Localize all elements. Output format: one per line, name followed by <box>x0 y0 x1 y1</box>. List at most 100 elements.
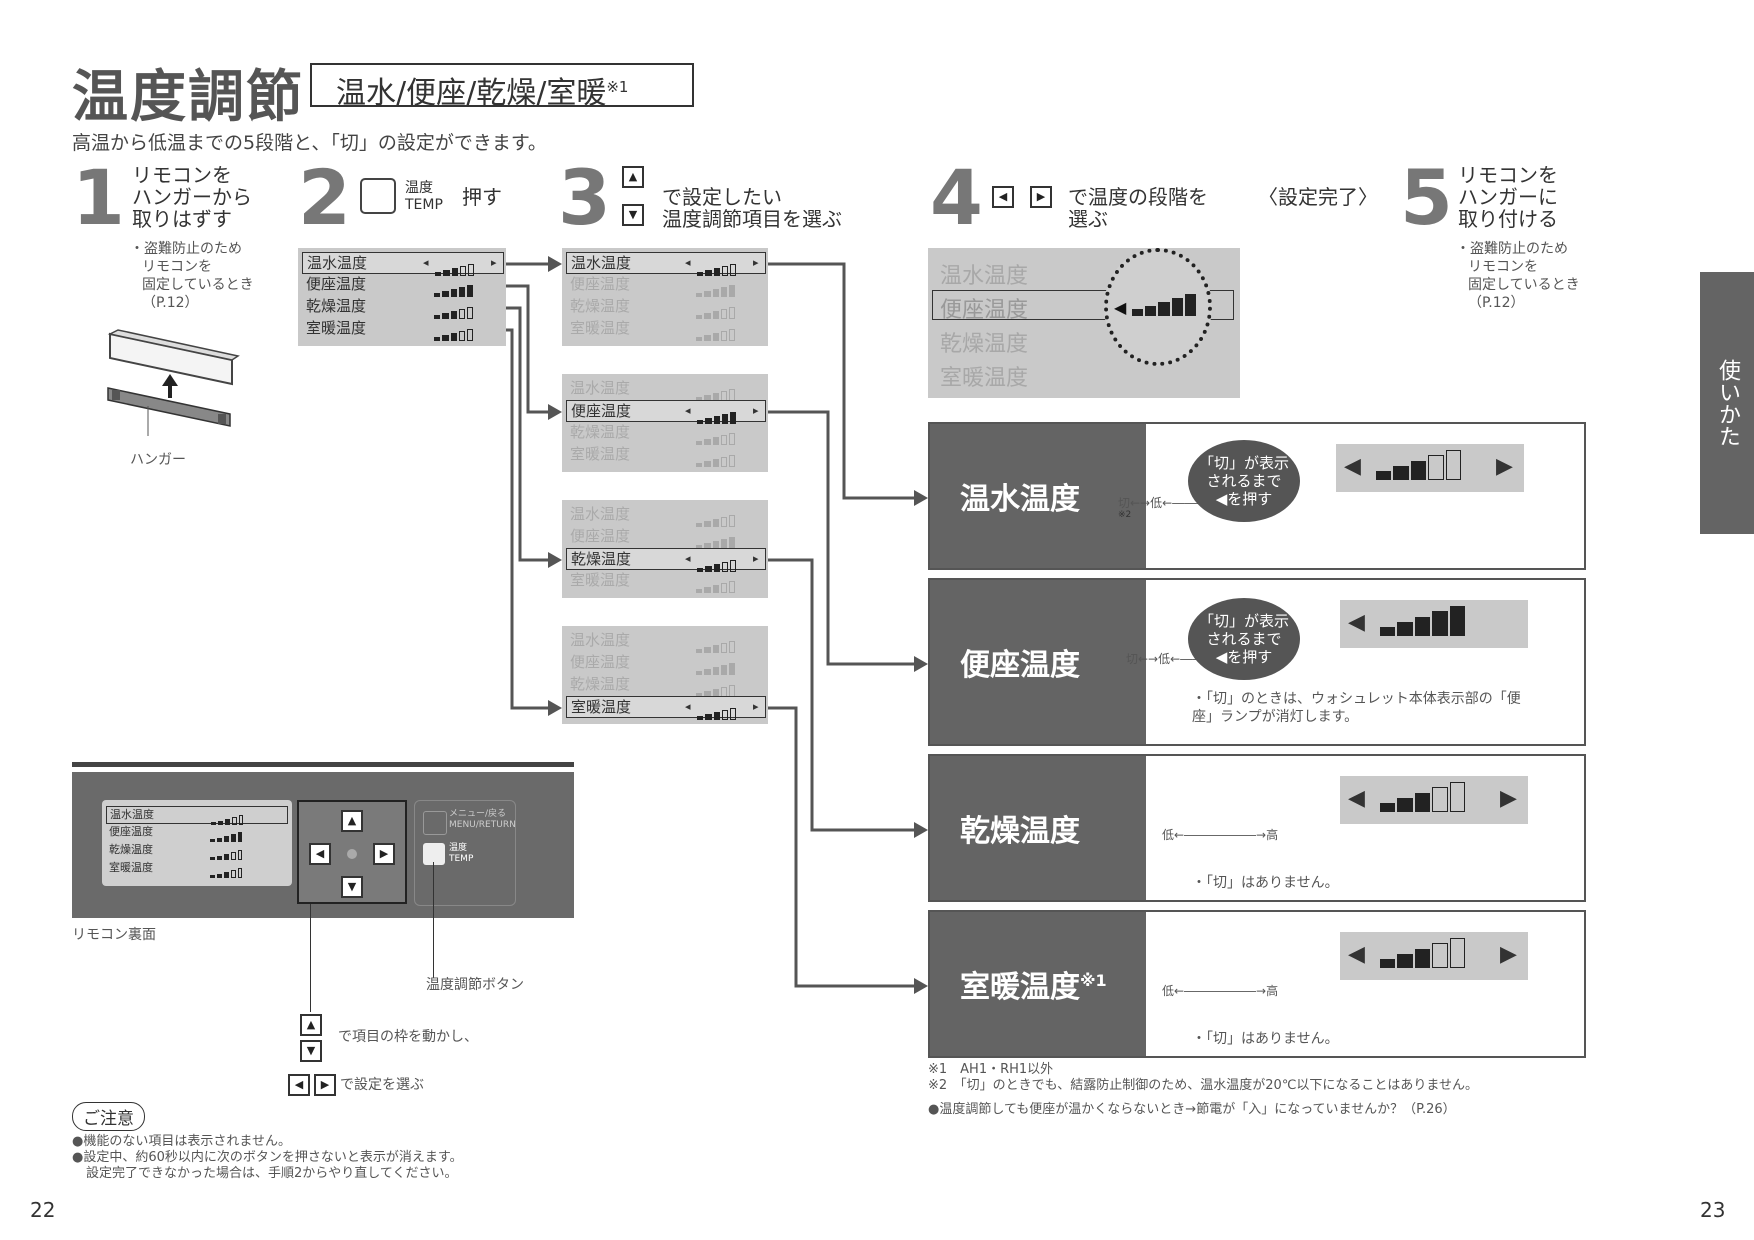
remote-lcd-label: 便座温度 <box>109 825 153 838</box>
lcd-row-label: 乾燥温度 <box>571 550 632 568</box>
level-bar <box>1184 294 1196 316</box>
remote-up-button[interactable]: ▲ <box>341 810 363 832</box>
hint-bubble-line: 「切」が表示 <box>1198 612 1289 630</box>
hint-bubble: 「切」が表示されるまで◀を押す <box>1188 598 1300 680</box>
lcd-row-label: 室暖温度 <box>571 698 632 716</box>
level-bar <box>467 328 474 341</box>
strip-left-icon: ◀ <box>1348 610 1365 635</box>
level-bar <box>704 291 711 297</box>
remote-lcd-row: 便座温度 <box>106 824 286 842</box>
level-bar <box>696 337 703 341</box>
level-bar <box>712 333 719 341</box>
level-bar <box>712 289 719 297</box>
level-bar <box>443 270 450 276</box>
level-bar <box>729 580 736 593</box>
panel-heading: 乾燥温度 <box>930 756 1146 900</box>
arrow-1-to-panel <box>768 262 916 500</box>
menu-return-button[interactable] <box>423 811 447 835</box>
level-bar <box>238 815 244 825</box>
level-bar <box>705 418 712 424</box>
level-bar <box>721 709 729 720</box>
callout-left-icon: ◀ <box>288 1074 310 1096</box>
lcd-row: 乾燥温度 <box>566 296 764 319</box>
lcd-row: 便座温度 <box>566 652 764 675</box>
level-bar <box>211 822 216 825</box>
lcd-select-3: 温水温度便座温度乾燥温度◂▸室暖温度 <box>562 500 768 598</box>
level-bar <box>216 873 222 878</box>
lcd-right-icon: ▸ <box>753 700 759 713</box>
level-bar <box>434 337 441 341</box>
remote-lcd-bars <box>210 862 244 878</box>
strip-left-icon: ◀ <box>1344 454 1361 479</box>
hanger-label: ハンガー <box>130 452 186 468</box>
subtitle: 温水/便座/乾燥/室暖 <box>336 76 607 111</box>
level-bar <box>459 265 467 276</box>
level-bar <box>696 441 703 445</box>
remote-top-edge <box>72 762 574 767</box>
lcd-row-bars <box>696 529 737 549</box>
level-bar <box>696 671 703 675</box>
lcd-row-bars <box>434 299 475 319</box>
page-title: 温度調節 <box>72 65 304 130</box>
remote-left-button[interactable]: ◀ <box>309 843 331 865</box>
strip-right-icon: ▶ <box>1496 454 1513 479</box>
level-bar <box>713 416 720 424</box>
up-arrow-icon: ▲ <box>622 166 644 188</box>
level-bar <box>696 545 703 549</box>
footnotes: ※1 AH1・RH1以外※2 「切」のときでも、結露防止制御のため、温水温度が2… <box>928 1062 1479 1117</box>
side-tab[interactable]: 使いかた <box>1700 272 1754 534</box>
panel-title: 温水温度 <box>960 474 1080 518</box>
lcd-row-bars <box>697 256 738 276</box>
level-bar <box>705 270 712 276</box>
level-bar <box>1445 450 1461 480</box>
remote-temp-button[interactable] <box>423 843 445 865</box>
arrow-menu-to-3 <box>506 306 548 562</box>
level-bar <box>720 664 728 675</box>
step1-note: ・盗難防止のためリモコンを 固定しているとき（P.12） <box>130 241 254 311</box>
arrow-3-to-panel <box>768 558 916 832</box>
level-bar <box>696 463 703 467</box>
remote-lcd-row: 乾燥温度 <box>106 842 286 860</box>
panel-title-text: 温水温度 <box>960 482 1080 517</box>
level-bar <box>1132 309 1144 316</box>
panel-heading: 便座温度 <box>930 580 1146 744</box>
lcd-row: 温水温度 <box>566 378 764 401</box>
level-bar <box>704 647 711 653</box>
level-bar <box>1414 792 1431 812</box>
level-bar <box>712 645 719 653</box>
remote-back-label: リモコン裏面 <box>72 927 156 943</box>
level-bar <box>704 543 711 549</box>
level-bar <box>210 857 215 860</box>
lcd-left-icon: ◂ <box>423 256 429 269</box>
lcd-row: 便座温度 <box>566 274 764 297</box>
lcd-row-bars <box>697 404 738 424</box>
level-bar <box>729 306 736 319</box>
level-bar <box>442 291 449 297</box>
remote-lcd-row: 室暖温度 <box>106 860 286 878</box>
page-number-right: 23 <box>1700 1198 1726 1222</box>
caution-label: ご注意 <box>72 1102 145 1131</box>
step4-number: 4 <box>930 153 983 242</box>
lcd-row-label: 便座温度 <box>570 653 631 671</box>
lcd-row-bars <box>696 277 737 297</box>
level-bar <box>1380 627 1396 636</box>
level-bar <box>704 335 711 341</box>
level-bar <box>216 837 222 842</box>
lcd-row-label: 室暖温度 <box>306 319 367 337</box>
remote-right-button[interactable]: ▶ <box>373 843 395 865</box>
lcd-row: 便座温度 <box>302 274 502 297</box>
level-bar <box>729 432 736 445</box>
level-bar <box>1432 943 1448 968</box>
lcd-row-bars <box>435 256 476 276</box>
remote-down-button[interactable]: ▼ <box>341 876 363 898</box>
temp-button-icon <box>360 178 396 214</box>
lcd-right-icon: ▸ <box>753 404 759 417</box>
right-arrow-icon: ▶ <box>1030 186 1052 208</box>
level-bar <box>720 516 728 527</box>
level-bar <box>1410 460 1427 480</box>
level-bar <box>729 328 736 341</box>
level-bar <box>237 868 243 878</box>
panel-title-text: 室暖温度 <box>960 970 1080 1005</box>
